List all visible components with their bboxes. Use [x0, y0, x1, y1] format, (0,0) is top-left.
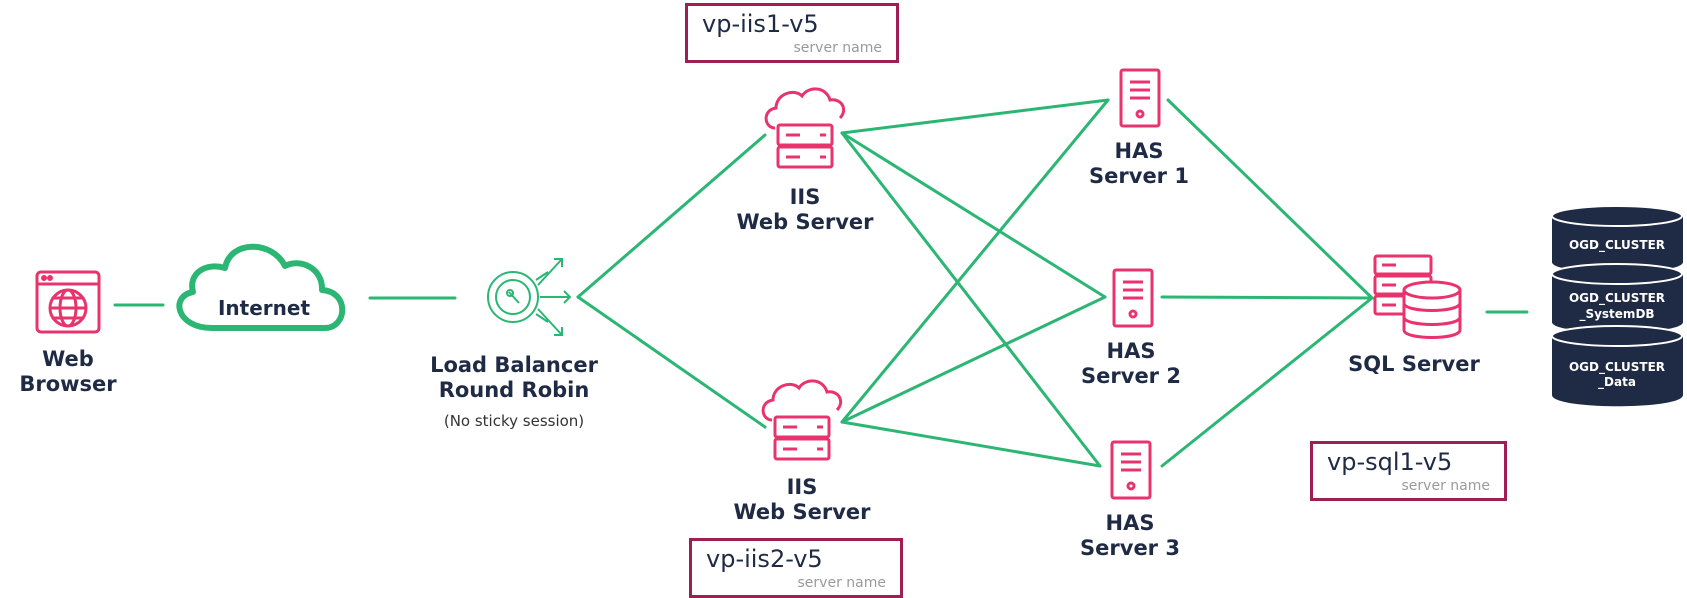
server-name-caption-iis2: server name	[797, 575, 886, 591]
link-lb-iis2	[576, 295, 767, 429]
server-name-caption-iis1: server name	[793, 40, 882, 56]
cloud-server-icon	[761, 379, 843, 461]
database-server-icon	[1373, 254, 1462, 339]
load-balancer-label-line2: Round Robin	[439, 378, 590, 402]
has-server-3-label-line1: HAS	[1106, 511, 1155, 535]
link-iis2-has2	[840, 295, 1107, 424]
browser-globe-icon	[35, 270, 101, 334]
server-name-box-iis1: vp-iis1-v5 server name	[685, 3, 899, 63]
server-name-box-sql: vp-sql1-v5 server name	[1310, 441, 1507, 501]
database-2-label-line2: _SystemDB	[1579, 307, 1654, 322]
connections	[113, 98, 1529, 468]
has-server-3-label-line2: Server 3	[1080, 536, 1180, 560]
has-server-1-label-line2: Server 1	[1089, 164, 1189, 188]
database-stack: OGD_CLUSTER OGD_CLUSTER _SystemDB OGD_CL…	[1551, 205, 1683, 407]
load-balancer-icon	[487, 258, 572, 336]
database-cylinder-1: OGD_CLUSTER	[1551, 205, 1683, 273]
has-server-2-label-line2: Server 2	[1081, 364, 1181, 388]
sql-server-label: SQL Server	[1348, 352, 1480, 376]
server-name-caption-sql: server name	[1401, 478, 1490, 494]
has-server-1-label-line1: HAS	[1115, 139, 1164, 163]
iis-web-server-1-label-line2: Web Server	[736, 210, 874, 234]
database-3-label-line2: _Data	[1598, 375, 1636, 390]
iis-web-server-2-label-line1: IIS	[787, 475, 818, 499]
internet-label: Internet	[218, 296, 310, 320]
internet-node: Internet	[176, 243, 346, 331]
has-server-3-node: HAS Server 3	[1080, 440, 1180, 560]
load-balancer-node: Load Balancer Round Robin (No sticky ses…	[430, 258, 599, 430]
server-name-box-iis2: vp-iis2-v5 server name	[689, 538, 903, 598]
link-iis1-has1	[840, 98, 1110, 135]
server-name-iis1: vp-iis1-v5	[702, 10, 819, 38]
server-name-sql: vp-sql1-v5	[1327, 448, 1453, 476]
load-balancer-note: (No sticky session)	[444, 412, 584, 430]
server-tower-icon	[1110, 440, 1152, 500]
web-browser-label-line1: Web	[42, 347, 94, 371]
iis-web-server-2-node: IIS Web Server	[733, 379, 871, 524]
iis-web-server-1-node: IIS Web Server	[736, 87, 874, 234]
link-iis1-has3	[840, 131, 1102, 468]
link-has1-sql	[1166, 98, 1374, 300]
server-tower-icon	[1112, 268, 1154, 328]
server-name-iis2: vp-iis2-v5	[706, 545, 823, 573]
cloud-icon	[176, 243, 346, 331]
has-server-2-node: HAS Server 2	[1081, 268, 1181, 388]
link-has3-sql	[1160, 296, 1374, 468]
web-browser-label-line2: Browser	[19, 372, 117, 396]
link-iis2-has3	[840, 420, 1102, 468]
link-iis2-has1	[840, 98, 1110, 424]
link-iis1-has2	[840, 131, 1107, 299]
database-2-label-line1: OGD_CLUSTER	[1569, 291, 1665, 306]
database-cylinder-3: OGD_CLUSTER _Data	[1551, 325, 1683, 407]
link-lb-iis1	[576, 133, 767, 299]
link-has2-sql	[1160, 295, 1374, 300]
database-3-label-line1: OGD_CLUSTER	[1569, 360, 1665, 375]
has-server-1-node: HAS Server 1	[1089, 68, 1189, 188]
server-tower-icon	[1119, 68, 1161, 128]
iis-web-server-2-label-line2: Web Server	[733, 500, 871, 524]
load-balancer-label-line1: Load Balancer	[430, 353, 599, 377]
cloud-server-icon	[764, 87, 846, 169]
web-browser-node: Web Browser	[19, 270, 117, 396]
iis-web-server-1-label-line1: IIS	[790, 185, 821, 209]
sql-server-node: SQL Server	[1348, 254, 1480, 376]
has-server-2-label-line1: HAS	[1107, 339, 1156, 363]
database-1-label: OGD_CLUSTER	[1569, 238, 1665, 253]
database-cylinder-2: OGD_CLUSTER _SystemDB	[1551, 263, 1683, 333]
